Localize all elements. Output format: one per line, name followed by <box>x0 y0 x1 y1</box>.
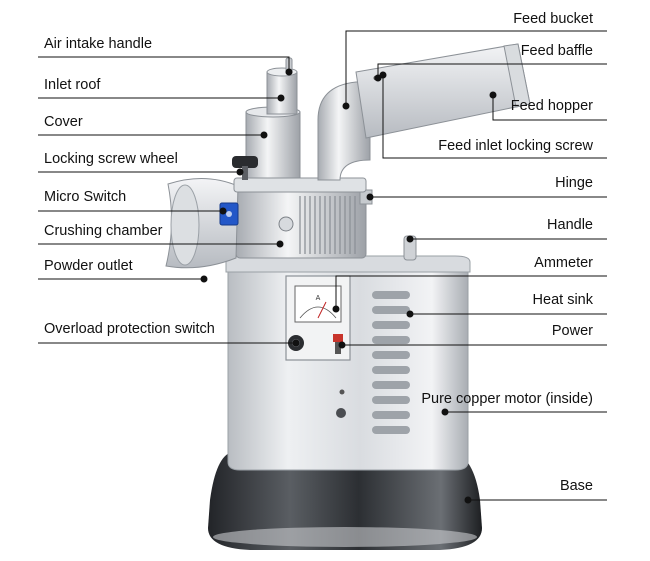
label-heat-sink: Heat sink <box>532 292 593 308</box>
label-ammeter: Ammeter <box>534 255 593 271</box>
label-feed-inlet-locking-screw: Feed inlet locking screw <box>438 138 593 154</box>
label-powder-outlet: Powder outlet <box>44 258 133 274</box>
feed-hopper-part <box>317 43 531 181</box>
cover-part <box>233 106 367 193</box>
label-feed-hopper: Feed hopper <box>510 98 593 114</box>
ammeter-unit: A <box>316 295 321 302</box>
label-air-intake-handle: Air intake handle <box>44 36 153 52</box>
leader-lines <box>38 30 607 501</box>
leader-dots <box>200 68 497 504</box>
heat-sink-slots <box>372 291 410 434</box>
label-hinge: Hinge <box>555 175 593 191</box>
powder-outlet-part <box>165 177 239 269</box>
label-base: Base <box>559 478 593 494</box>
base-part <box>208 452 482 550</box>
label-handle: Handle <box>547 217 593 233</box>
label-micro-switch: Micro Switch <box>44 189 127 205</box>
crushing-chamber-part <box>235 189 373 259</box>
label-overload-protection-switch: Overload protection switch <box>44 321 215 337</box>
label-cover: Cover <box>44 114 83 130</box>
label-pure-copper-motor: Pure copper motor (inside) <box>421 391 593 407</box>
label-feed-bucket: Feed bucket <box>513 11 593 27</box>
inlet-roof-part <box>266 57 298 115</box>
label-inlet-roof: Inlet roof <box>44 77 101 93</box>
label-power: Power <box>551 323 593 339</box>
locking-screw-wheel-part <box>232 156 258 180</box>
label-locking-screw-wheel: Locking screw wheel <box>44 151 178 167</box>
label-crushing-chamber: Crushing chamber <box>44 223 163 239</box>
label-feed-baffle: Feed baffle <box>520 43 593 59</box>
